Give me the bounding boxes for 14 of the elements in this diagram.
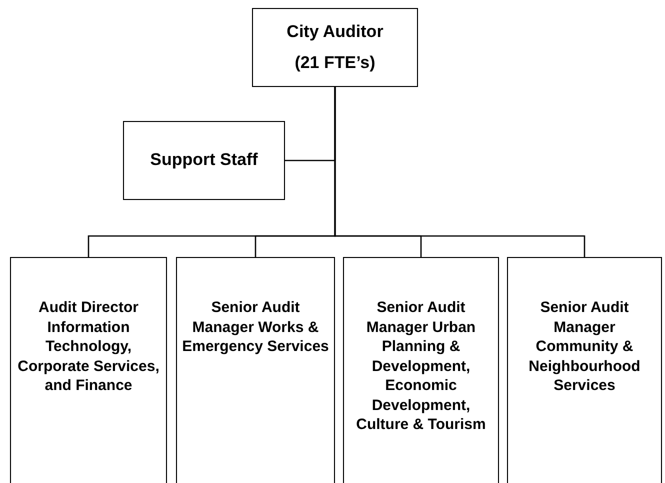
org-box [176,257,335,483]
org-box [10,257,167,483]
org-box [507,257,662,483]
box-label: (21 FTE’s) [294,52,376,74]
box-label: Senior Audit Manager Urban Planning & Development, Economic Development, Culture & Tourism [355,298,487,434]
connector-line [334,87,586,257]
box-label: Senior Audit Manager Community & Neighbourhood Services [528,298,642,396]
org-box [343,257,499,483]
box-label: Support Staff [150,149,258,172]
org-box [123,121,285,200]
org-box [252,8,418,87]
box-label: Senior Audit Manager Works & Emergency Services [181,298,330,356]
box-label: City Auditor [286,21,384,44]
box-label: Audit Director Information Technology, Corporate Services, and Finance [16,298,160,396]
